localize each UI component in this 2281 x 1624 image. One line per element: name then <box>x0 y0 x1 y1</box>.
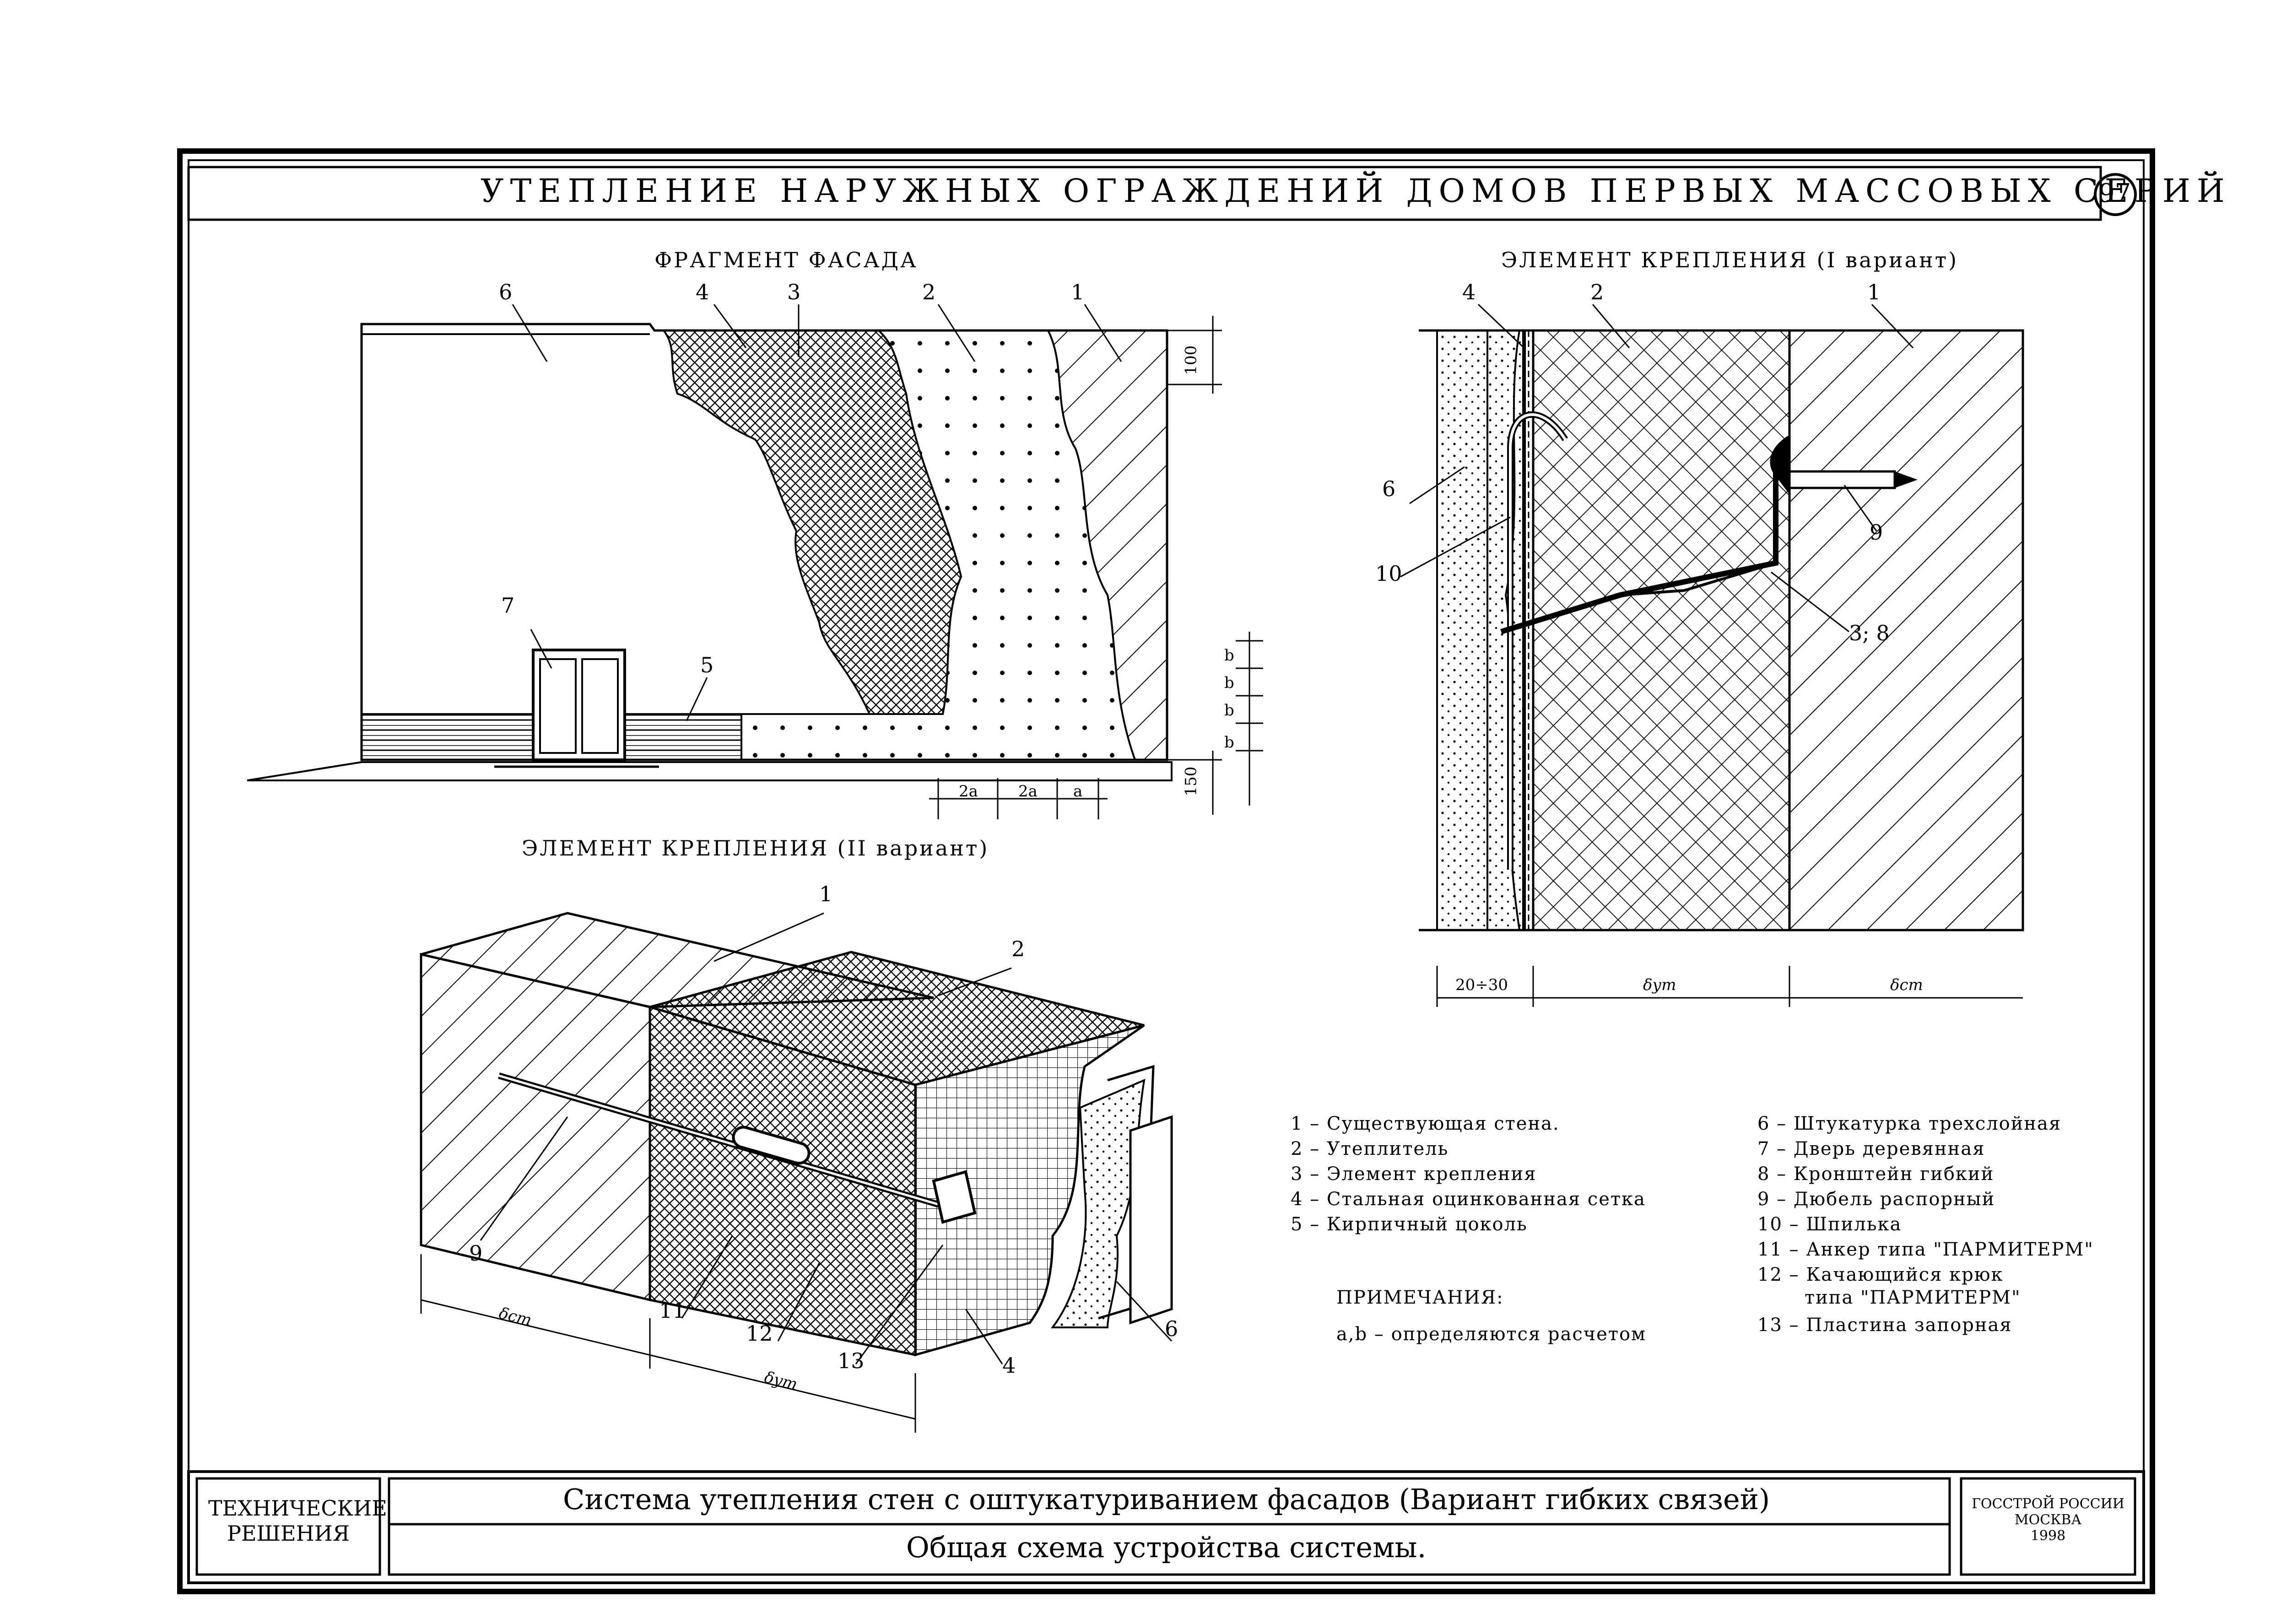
facade-callout-3: 3 <box>787 280 801 304</box>
facade-callout-1: 1 <box>1071 280 1085 304</box>
title-block <box>187 1470 2145 1584</box>
v1-callout-10: 10 <box>1375 561 1402 586</box>
facade-callout-7: 7 <box>501 593 515 618</box>
v2-callout-13: 13 <box>838 1348 865 1373</box>
dim-2a-2: 2a <box>1018 782 1038 801</box>
legend-item-12-cont: типа "ПАРМИТЕРМ" <box>1757 1287 2021 1308</box>
legend-item-7: 7 – Дверь деревянная <box>1757 1138 1985 1159</box>
legend-item-11: 11 – Анкер типа "ПАРМИТЕРМ" <box>1757 1239 2094 1260</box>
legend-item-6: 6 – Штукатурка трехслойная <box>1757 1113 2062 1134</box>
v1-dim-plaster: 20÷30 <box>1455 976 1508 994</box>
v1-callout-3-8: 3; 8 <box>1849 621 1890 645</box>
v1-callout-9: 9 <box>1870 520 1883 545</box>
stamp-line2: РЕШЕНИЯ <box>227 1521 350 1546</box>
v2-callout-6: 6 <box>1165 1316 1178 1341</box>
legend-item-4: 4 – Стальная оцинкованная сетка <box>1291 1189 1646 1210</box>
v1-dim-wall: δст <box>1890 976 1923 994</box>
legend-item-9: 9 – Дюбель распорный <box>1757 1189 1995 1210</box>
dim-b-1: b <box>1224 646 1234 665</box>
v1-callout-1: 1 <box>1867 280 1881 304</box>
dim-b-4: b <box>1224 733 1234 752</box>
drawing-main-title: Система утепления стен с оштукатуривание… <box>563 1483 1770 1516</box>
org-year: 1998 <box>2030 1528 2066 1544</box>
org-line1: ГОССТРОЙ РОССИИ <box>1972 1496 2124 1512</box>
dim-100: 100 <box>1182 345 1200 375</box>
facade-callout-5: 5 <box>700 653 714 677</box>
v2-callout-9: 9 <box>469 1241 483 1266</box>
drawing-subtitle: Общая схема устройства системы. <box>906 1531 1427 1564</box>
stamp-line1: ТЕХНИЧЕСКИЕ <box>208 1496 387 1521</box>
legend-item-10: 10 – Шпилька <box>1757 1214 1902 1235</box>
legend-item-8: 8 – Кронштейн гибкий <box>1757 1164 1995 1185</box>
v2-callout-4: 4 <box>1002 1353 1016 1378</box>
v1-callout-2: 2 <box>1590 280 1604 304</box>
variant2-drawing <box>420 912 1173 1433</box>
sheet-title: УТЕПЛЕНИЕ НАРУЖНЫХ ОГРАЖДЕНИЙ ДОМОВ ПЕРВ… <box>481 172 2231 210</box>
legend-item-13: 13 – Пластина запорная <box>1757 1315 2012 1336</box>
legend-item-1: 1 – Существующая стена. <box>1291 1113 1560 1134</box>
v2-callout-2: 2 <box>1011 937 1025 961</box>
dim-b-2: b <box>1224 674 1234 692</box>
v2-callout-1: 1 <box>819 882 833 906</box>
org-line2: МОСКВА <box>2014 1512 2082 1528</box>
v1-dim-insulation: δут <box>1643 976 1676 994</box>
variant1-drawing <box>1400 303 2024 1007</box>
facade-callout-4: 4 <box>696 280 709 304</box>
legend-item-2: 2 – Утеплитель <box>1291 1138 1449 1159</box>
page-number: 97 <box>2098 179 2131 208</box>
v2-callout-11: 11 <box>659 1298 686 1323</box>
notes-title: ПРИМЕЧАНИЯ: <box>1336 1287 1504 1308</box>
facade-callout-2: 2 <box>922 280 936 304</box>
variant2-title: ЭЛЕМЕНТ КРЕПЛЕНИЯ (II вариант) <box>522 836 989 861</box>
notes-text: a,b – определяются расчетом <box>1336 1324 1647 1345</box>
facade-drawing <box>247 304 1263 819</box>
dim-b-3: b <box>1224 701 1234 720</box>
facade-title: ФРАГМЕНТ ФАСАДА <box>654 248 918 272</box>
legend-item-3: 3 – Элемент крепления <box>1291 1164 1537 1185</box>
dim-2a-1: 2a <box>959 782 978 801</box>
legend-item-5: 5 – Кирпичный цоколь <box>1291 1214 1528 1235</box>
facade-callout-6: 6 <box>499 280 513 304</box>
dim-a: a <box>1073 782 1083 801</box>
variant1-title: ЭЛЕМЕНТ КРЕПЛЕНИЯ (I вариант) <box>1501 248 1959 272</box>
legend-item-12: 12 – Качающийся крюк <box>1757 1264 2004 1285</box>
v1-callout-6: 6 <box>1382 476 1396 501</box>
v1-callout-4: 4 <box>1462 280 1476 304</box>
dim-150: 150 <box>1182 766 1200 796</box>
v2-callout-12: 12 <box>746 1321 773 1346</box>
